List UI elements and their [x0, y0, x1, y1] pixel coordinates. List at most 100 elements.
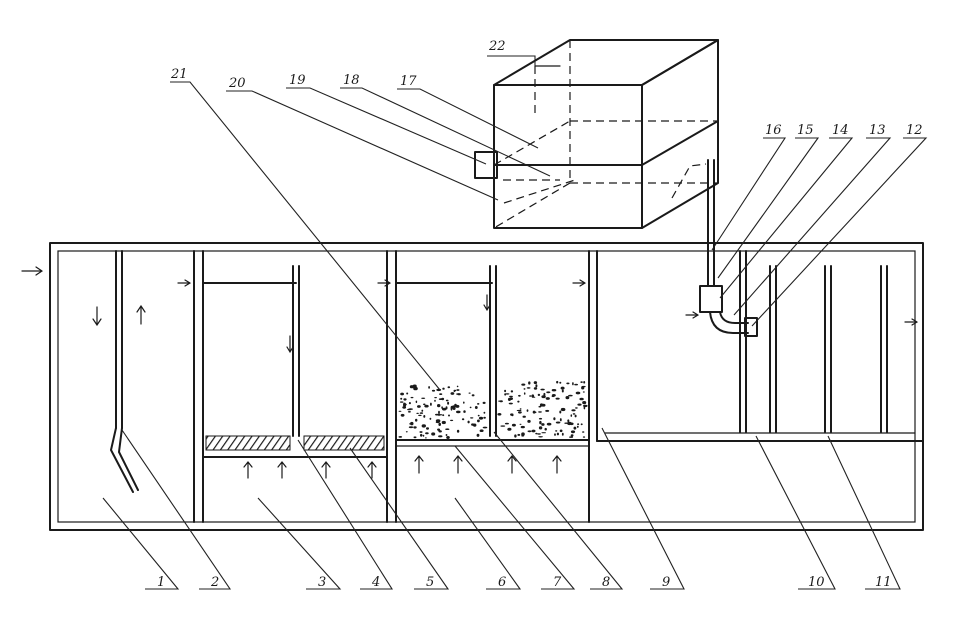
- callout-17: 17: [400, 74, 417, 89]
- media-particle: [541, 395, 546, 399]
- media-particle: [415, 418, 418, 422]
- media-particle: [556, 380, 559, 384]
- media-particle: [567, 419, 570, 423]
- media-particle: [482, 401, 486, 404]
- media-particle: [537, 393, 541, 396]
- media-particle: [521, 383, 526, 386]
- media-particle: [438, 435, 443, 438]
- media-particle: [528, 381, 531, 385]
- media-particle: [408, 402, 411, 405]
- media-particle: [408, 426, 414, 429]
- media-particle: [450, 407, 453, 411]
- media-particle: [456, 393, 460, 395]
- media-particle: [580, 423, 583, 426]
- media-particle: [438, 398, 443, 400]
- media-particle: [572, 382, 574, 386]
- media-particle: [539, 403, 544, 407]
- media-particle: [521, 435, 525, 437]
- media-particle: [559, 410, 562, 414]
- media-particle: [463, 401, 465, 404]
- media-particle: [538, 417, 543, 420]
- media-particle: [520, 425, 525, 429]
- media-particle: [574, 414, 577, 418]
- media-particle: [437, 404, 441, 408]
- media-particle: [577, 403, 582, 406]
- media-particle: [579, 397, 584, 401]
- media-particle: [576, 425, 579, 428]
- media-particle: [570, 434, 574, 437]
- media-particle: [425, 432, 429, 435]
- media-particle: [516, 409, 522, 412]
- media-particle: [511, 423, 516, 427]
- media-particle: [442, 387, 445, 390]
- partition-walls: [193, 250, 598, 523]
- media-particle: [426, 427, 429, 430]
- media-particle: [510, 390, 514, 393]
- media-particle: [570, 414, 573, 417]
- media-particle: [423, 403, 426, 406]
- media-particle: [583, 404, 588, 408]
- media-particle: [437, 428, 441, 431]
- media-particle: [400, 413, 405, 417]
- media-particle: [424, 404, 429, 408]
- media-particle: [538, 436, 543, 438]
- media-particle: [428, 386, 430, 389]
- media-particle: [450, 419, 454, 422]
- media-particle: [476, 433, 480, 437]
- callout-15: 15: [797, 123, 814, 138]
- media-particle: [453, 405, 458, 408]
- media-particle: [430, 402, 432, 406]
- media-particle: [435, 421, 440, 424]
- media-particle: [574, 383, 578, 386]
- media-particle: [467, 420, 470, 424]
- media-particle: [445, 428, 450, 431]
- callout-22: 22: [488, 39, 506, 54]
- media-particle: [434, 397, 437, 399]
- media-particle: [435, 419, 441, 423]
- media-particle: [456, 429, 460, 433]
- media-particle: [482, 426, 488, 429]
- callout-1: 1: [157, 575, 165, 590]
- media-particle: [535, 432, 538, 435]
- media-particle: [417, 405, 421, 408]
- callout-11: 11: [875, 575, 892, 590]
- media-particle: [477, 419, 480, 423]
- media-particle: [523, 388, 526, 390]
- media-particle: [450, 392, 455, 395]
- media-particle: [473, 423, 477, 427]
- media-particle: [445, 399, 449, 402]
- media-particle: [554, 433, 556, 436]
- callout-12: 12: [906, 123, 923, 138]
- media-particle: [415, 400, 418, 404]
- media-particle: [447, 386, 451, 389]
- media-particle: [555, 430, 558, 432]
- callout-16: 16: [765, 123, 782, 138]
- media-particle: [418, 414, 422, 417]
- media-particle: [531, 396, 536, 398]
- media-particle: [478, 416, 484, 420]
- media-particle: [582, 401, 587, 405]
- callout-14: 14: [832, 123, 849, 138]
- media-particle: [559, 418, 562, 422]
- media-particle: [479, 429, 484, 433]
- media-particle: [526, 409, 529, 412]
- media-particle: [453, 390, 456, 393]
- media-particle: [431, 432, 436, 436]
- media-particle: [504, 393, 507, 396]
- media-particle: [569, 436, 574, 438]
- media-particle: [551, 394, 556, 397]
- media-particle: [403, 402, 406, 406]
- media-particle: [522, 415, 526, 418]
- media-particle: [519, 423, 522, 425]
- media-particle: [555, 421, 561, 424]
- media-particle: [442, 407, 447, 411]
- media-particle: [471, 394, 475, 397]
- media-particle: [438, 422, 442, 426]
- media-particle: [560, 407, 566, 412]
- media-particle: [456, 410, 461, 414]
- media-particle: [483, 416, 486, 419]
- main-tank: [49, 242, 924, 531]
- media-particle: [504, 389, 507, 393]
- callout-19: 19: [289, 73, 306, 88]
- media-particle: [553, 417, 556, 421]
